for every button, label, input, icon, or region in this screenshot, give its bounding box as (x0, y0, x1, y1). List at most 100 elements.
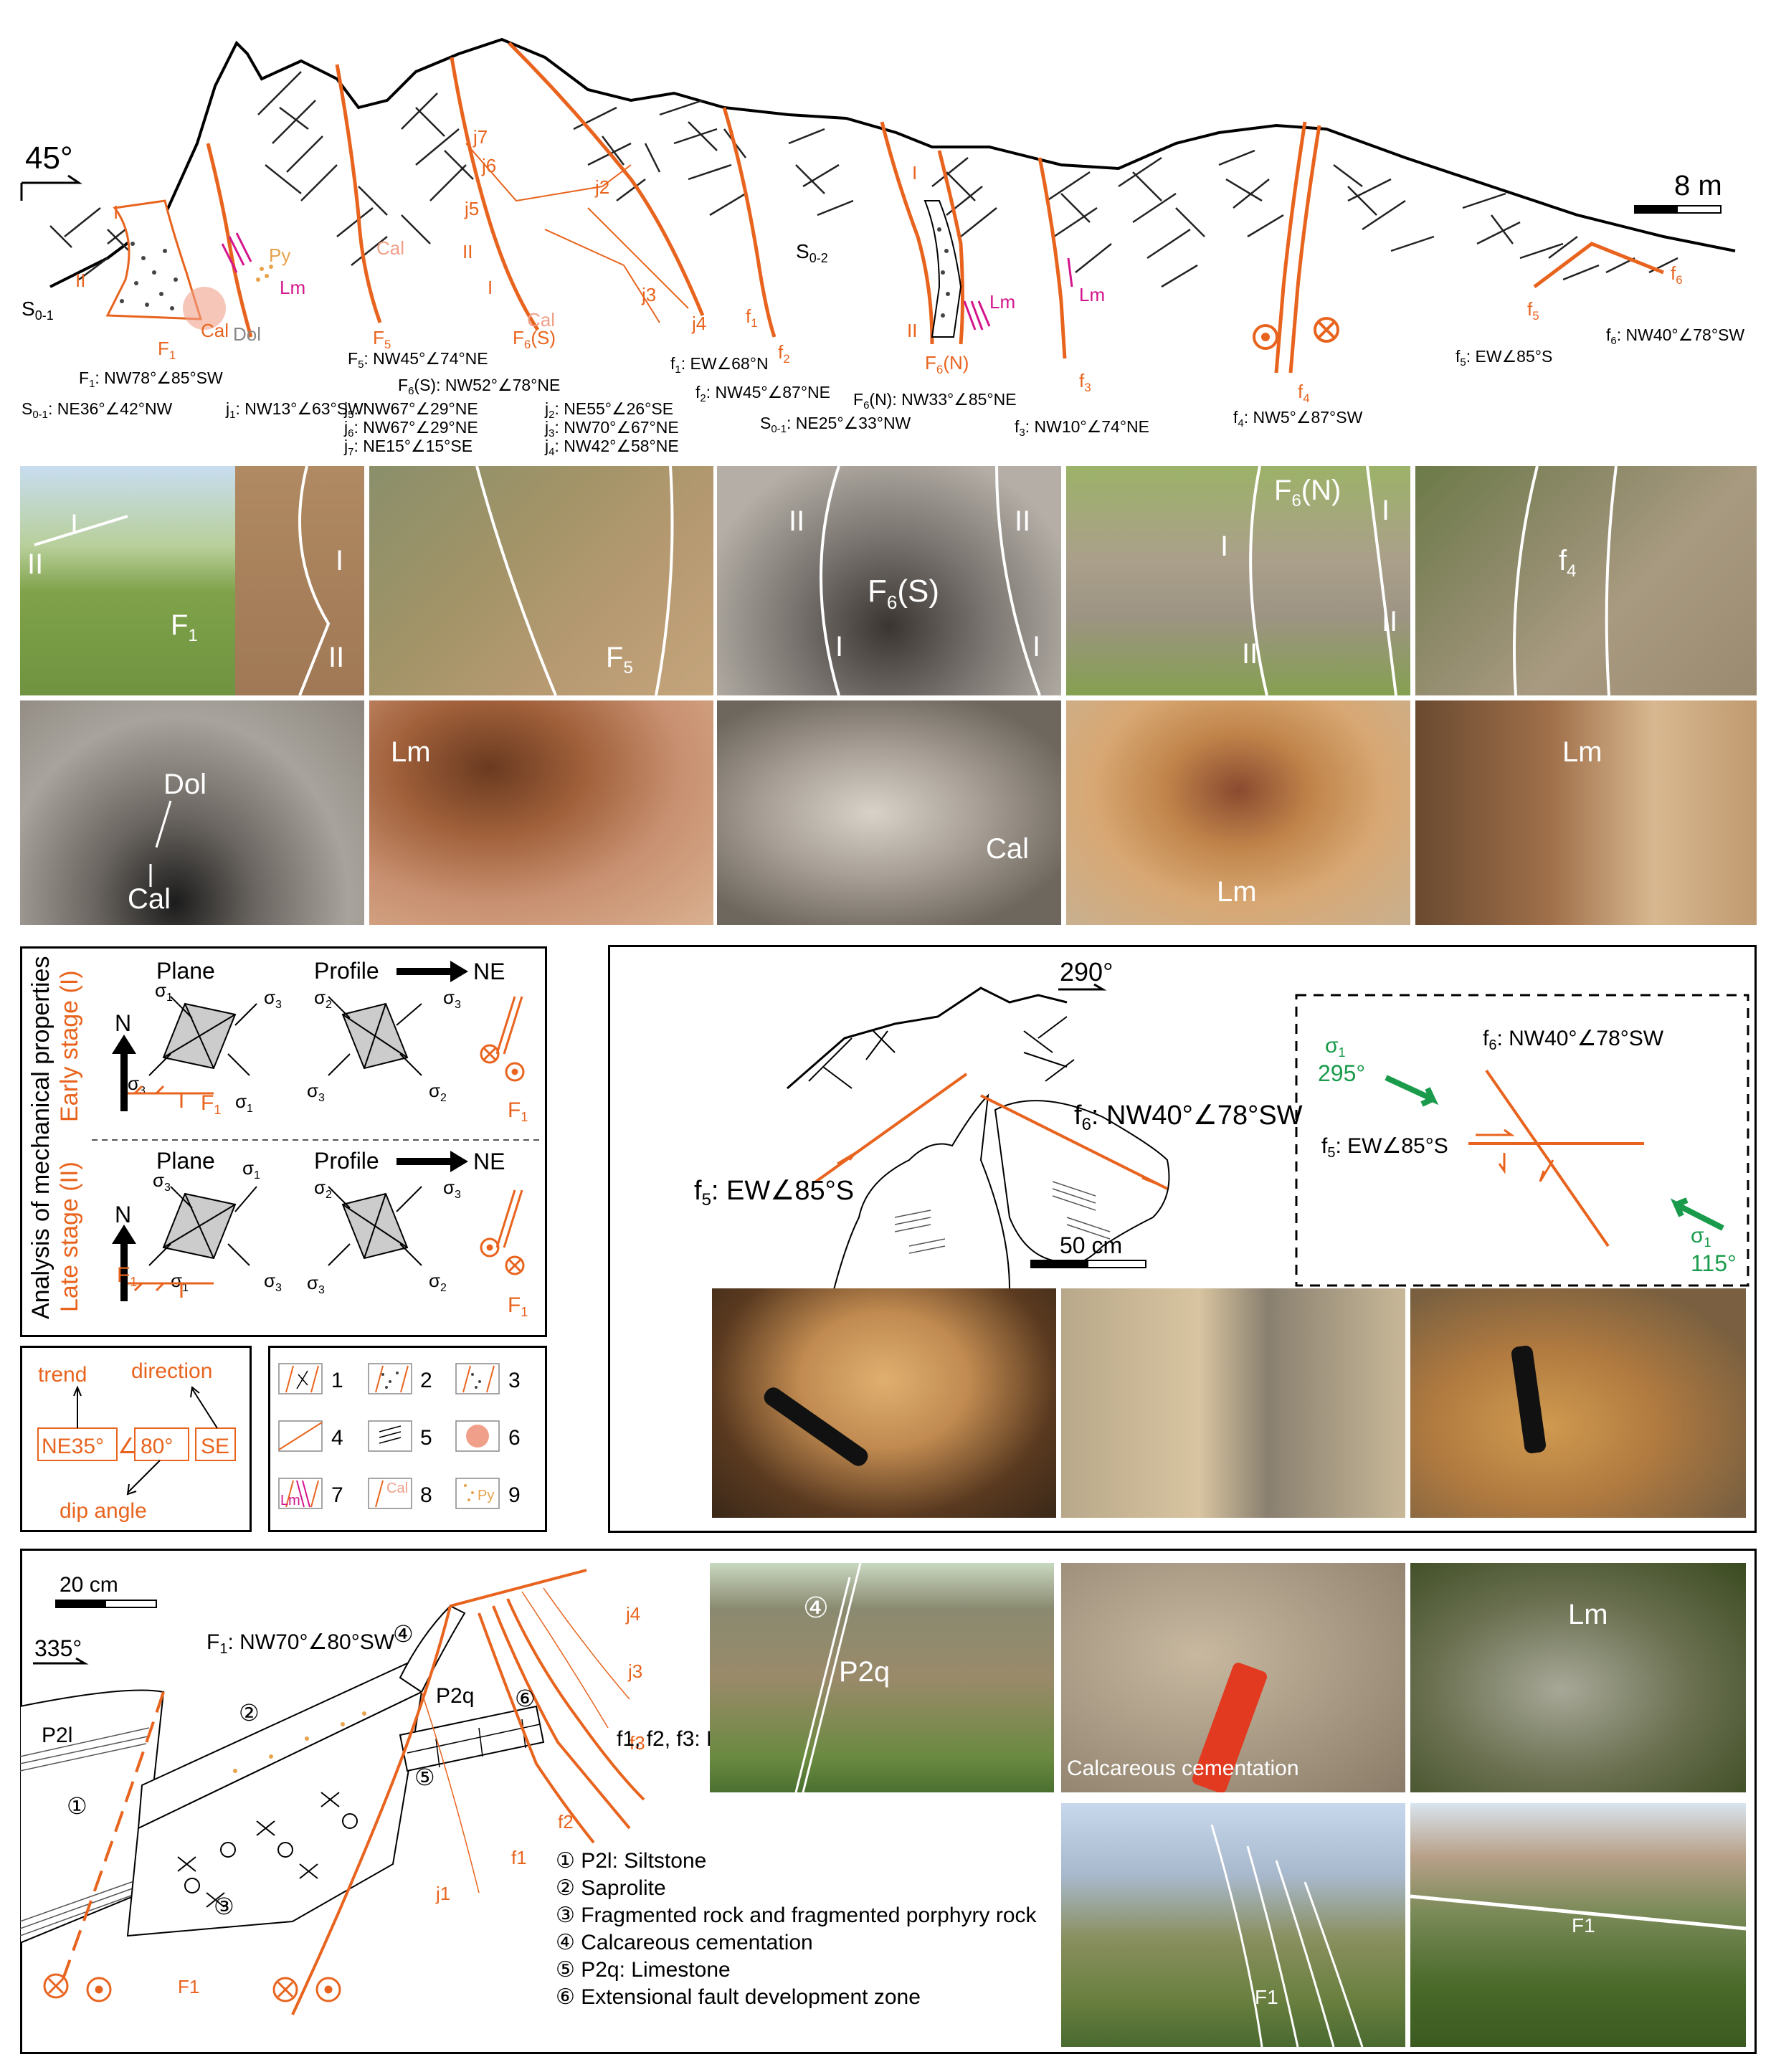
fault-label: F1 (508, 1098, 528, 1124)
legend-dip-value: 80° (141, 1435, 173, 1458)
stage-mark: I (1032, 631, 1041, 662)
fault-f6s (450, 57, 540, 331)
joint-label-j7: j7 (473, 126, 488, 148)
fault-f4-b (1288, 125, 1321, 374)
legend-direction: direction (131, 1359, 212, 1383)
sigma-labels: σ3 σ1 σ1 σ3 σ2 σ3 σ3 σ2 (153, 1157, 461, 1296)
unit-p2q-label: P2q (436, 1684, 474, 1708)
ne-label: NE (473, 1149, 505, 1174)
photo-calcareous-cementation: Calcareous cementation (1061, 1563, 1405, 1792)
terrain-profile (49, 37, 1736, 288)
stage-mark: I (488, 277, 493, 298)
early-stage-label: Early stage (I) (56, 970, 83, 1122)
stress-inset (1295, 994, 1749, 1287)
sigma1-azimuth: 115° (1691, 1250, 1737, 1276)
stage-mark: I (113, 201, 118, 223)
svg-text:⑥ Extensional fault developme: ⑥ Extensional fault development zone (556, 1985, 921, 2009)
pen-icon (760, 1384, 872, 1470)
stage-mark: I (336, 545, 344, 576)
closeup-photo-lm-3: Lm (1415, 700, 1757, 925)
fault-label-f2: f2 (778, 341, 790, 366)
svg-text:σ3: σ3 (128, 1073, 146, 1097)
f5-block (829, 1093, 1011, 1314)
stage-mark: II (1242, 638, 1258, 670)
joint-pattern (49, 71, 1678, 288)
mineral-label: Lm (989, 291, 1015, 313)
svg-text:4: 4 (331, 1426, 343, 1450)
photo-caption: Calcareous cementation (1067, 1757, 1299, 1780)
ne-arrow-icon (396, 1151, 468, 1172)
mineral-label: Cal (986, 833, 1030, 865)
stage-mark: II (75, 270, 85, 291)
attitude-f5: f5: EW∠85°S (1456, 347, 1552, 369)
mineral-label: Lm (1568, 1599, 1608, 1630)
attitude-j1: j1: NW13°∠63°SW (225, 399, 364, 421)
scale-label: 20 cm (60, 1573, 118, 1597)
fault-f1 (206, 143, 253, 338)
attitude-j7: j7: NE15°∠15°SE (343, 437, 473, 458)
joint-label-j3: j3 (641, 284, 656, 305)
mechanics-panel (20, 946, 547, 1337)
fault-label-f1: f1 (511, 1847, 527, 1868)
svg-text:5: 5 (420, 1426, 432, 1450)
stage-mark: I (835, 631, 844, 662)
svg-text:①: ① (67, 1793, 87, 1819)
top-cross-section: 45° 8 m (20, 37, 1744, 458)
mineral-label: Cal (376, 237, 404, 259)
stage-mark: I (912, 162, 917, 184)
fault-lines (206, 42, 1664, 374)
mineral-label: Lm (1217, 876, 1257, 908)
svg-text:②: ② (239, 1700, 260, 1726)
north-label: N (115, 1202, 131, 1227)
attitude-F6S: F6(S): NW52°∠78°NE (398, 376, 560, 397)
sigma-labels: σ1 σ3 σ3 σ1 σ2 σ3 σ3 σ2 (128, 979, 461, 1115)
inset-f5-label: f5: EW∠85°S (1321, 1134, 1448, 1161)
fault-f5-f6-pair (1533, 242, 1664, 288)
svg-text:7: 7 (331, 1483, 343, 1507)
svg-text:⑤ P2q: Limestone: ⑤ P2q: Limestone (556, 1958, 731, 1982)
north-arrow-icon (112, 1225, 136, 1301)
fault-label-f4: f4 (1298, 381, 1310, 405)
field-photo-F5: F5 (369, 466, 713, 695)
svg-text:σ3: σ3 (307, 1272, 325, 1296)
mineral-label: Py (269, 244, 290, 266)
fault-label: F5 (606, 642, 633, 678)
svg-text:σ2: σ2 (429, 1080, 447, 1104)
field-photo-F1: I II I II F1 (20, 466, 364, 695)
photo-lm: Lm (1410, 1563, 1746, 1792)
fault-traces (815, 1073, 1168, 1190)
attitude-j6: j6: NW67°∠29°NE (343, 418, 478, 439)
attitude-f1: f1: EW∠68°N (670, 354, 769, 376)
joint-label-j6: j6 (481, 155, 496, 176)
legend-lm: Lm (280, 1493, 300, 1508)
stage-mark: II (462, 241, 473, 262)
fault-label: F6(N) (1274, 475, 1342, 510)
svg-text:σ3: σ3 (264, 987, 282, 1011)
svg-text:③: ③ (214, 1893, 234, 1919)
profile-label: Profile (314, 1148, 379, 1174)
fault-label-f5: F5 (373, 327, 391, 351)
attitude-F5: F5: NW45°∠74°NE (348, 349, 488, 371)
dolomite-blob (183, 287, 226, 330)
fault-label: F1 (1572, 1914, 1595, 1936)
stage-mark: II (907, 320, 917, 341)
svg-text:⑤: ⑤ (414, 1764, 435, 1790)
attitude-S02: S0-1: NE25°∠33°NW (760, 414, 911, 435)
legend-dip-angle: dip angle (60, 1499, 147, 1523)
svg-text:σ3: σ3 (153, 1169, 171, 1194)
fault-label-f2: f2 (558, 1811, 574, 1833)
stage-mark: II (27, 548, 44, 580)
legend-py: Py (478, 1488, 494, 1503)
orientation-label: 335° (34, 1635, 82, 1661)
fault-label-f1: F1 (158, 338, 176, 362)
fault-label-F1: F1 (178, 1976, 199, 1997)
fault-label-f6s: F6(S) (513, 327, 556, 351)
outcrop-top (787, 987, 1068, 1090)
svg-text:1: 1 (331, 1369, 343, 1392)
calcareous-zone (399, 1605, 466, 1693)
fault-label: f4 (1559, 545, 1577, 581)
inset-faults (1468, 1069, 1644, 1248)
svg-text:σ1: σ1 (235, 1090, 253, 1115)
svg-text:σ3: σ3 (443, 1177, 461, 1201)
unit-label-s01: S0-1 (22, 298, 54, 323)
